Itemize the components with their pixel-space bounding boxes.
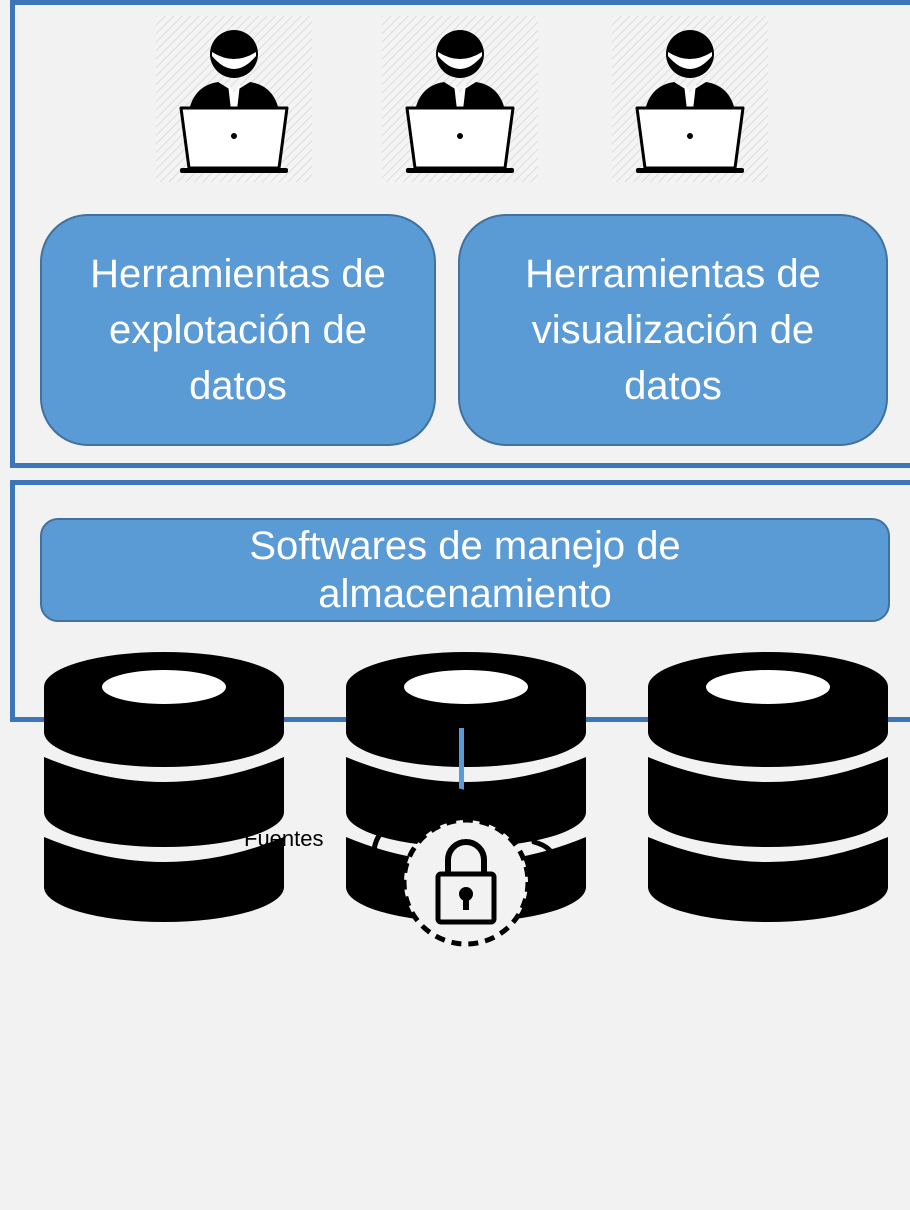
exploitation-tools-box: Herramientas de explotación de datos bbox=[40, 214, 436, 446]
database-icon bbox=[44, 652, 284, 922]
exploitation-tools-label: Herramientas de explotación de datos bbox=[90, 252, 386, 408]
storage-software-box: Softwares de manejo de almacenamiento bbox=[40, 518, 890, 622]
storage-software-label: Softwares de manejo de almacenamiento bbox=[249, 524, 681, 616]
visualization-tools-box: Herramientas de visualización de datos bbox=[458, 214, 888, 446]
user-laptop-icon bbox=[382, 16, 538, 182]
user-laptop-icon bbox=[156, 16, 312, 182]
visualization-tools-label: Herramientas de visualización de datos bbox=[525, 252, 821, 408]
database-icon bbox=[648, 652, 888, 922]
connector-line bbox=[459, 728, 464, 790]
cloud-lock-icon bbox=[366, 766, 564, 952]
sources-label: Fuentes bbox=[244, 826, 324, 851]
user-laptop-icon bbox=[612, 16, 768, 182]
